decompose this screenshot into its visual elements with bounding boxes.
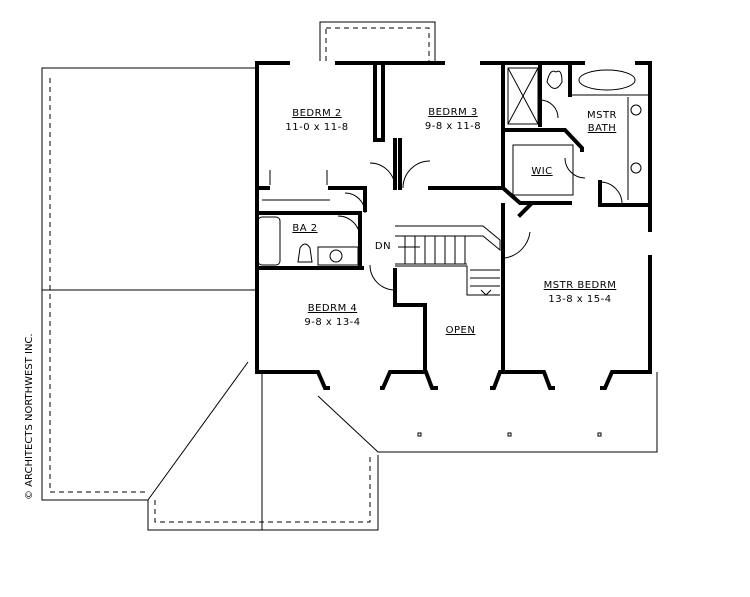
- bedrm4-label: BEDRM 4: [307, 303, 358, 314]
- fixtures: [257, 67, 650, 266]
- chimney: [319, 21, 436, 64]
- door-bedrm4: [369, 264, 396, 291]
- mstr-bedrm-label: MSTR BEDRM: [543, 280, 617, 291]
- garage-roof: [41, 67, 379, 531]
- toilet: [297, 243, 313, 263]
- door-ba2: [337, 215, 361, 239]
- bedrm2-label: BEDRM 2: [292, 108, 342, 119]
- mstr-bath-label-line2: BATH: [587, 123, 617, 134]
- bedrm4-size: 9-8 x 13-4: [304, 317, 361, 328]
- exterior-walls: [255, 61, 652, 390]
- bedrm3-size: 9-8 x 11-8: [424, 121, 482, 132]
- closet-shelf: [512, 144, 574, 196]
- door-bedrm3: [402, 160, 431, 189]
- doors: [337, 99, 623, 291]
- vanity: [317, 246, 359, 266]
- mstr-bath-label-line1: MSTR: [586, 110, 618, 121]
- mstr-bedrm-size: 13-8 x 15-4: [548, 294, 612, 305]
- door-mstr-bath: [599, 181, 623, 206]
- bedrm3-label: BEDRM 3: [428, 107, 478, 118]
- ba2-label: BA 2: [292, 223, 318, 234]
- wic-label: WIC: [531, 166, 553, 177]
- open-label: OPEN: [445, 325, 476, 336]
- interior-walls: [255, 61, 652, 374]
- bedrm2-size: 11-0 x 11-8: [285, 122, 349, 133]
- bathtub: [257, 216, 281, 266]
- door-bedrm2: [369, 162, 396, 189]
- door-wic: [564, 157, 586, 179]
- shower: [507, 67, 539, 125]
- door-mstr-bedrm: [504, 231, 531, 259]
- copyright-text: © ARCHITECTS NORTHWEST INC.: [24, 333, 35, 500]
- porch-roof: [261, 372, 658, 530]
- staircase: [395, 225, 501, 296]
- master-tub: [578, 69, 636, 91]
- master-toilet: [546, 70, 563, 89]
- stairs-down-label: DN: [374, 241, 392, 252]
